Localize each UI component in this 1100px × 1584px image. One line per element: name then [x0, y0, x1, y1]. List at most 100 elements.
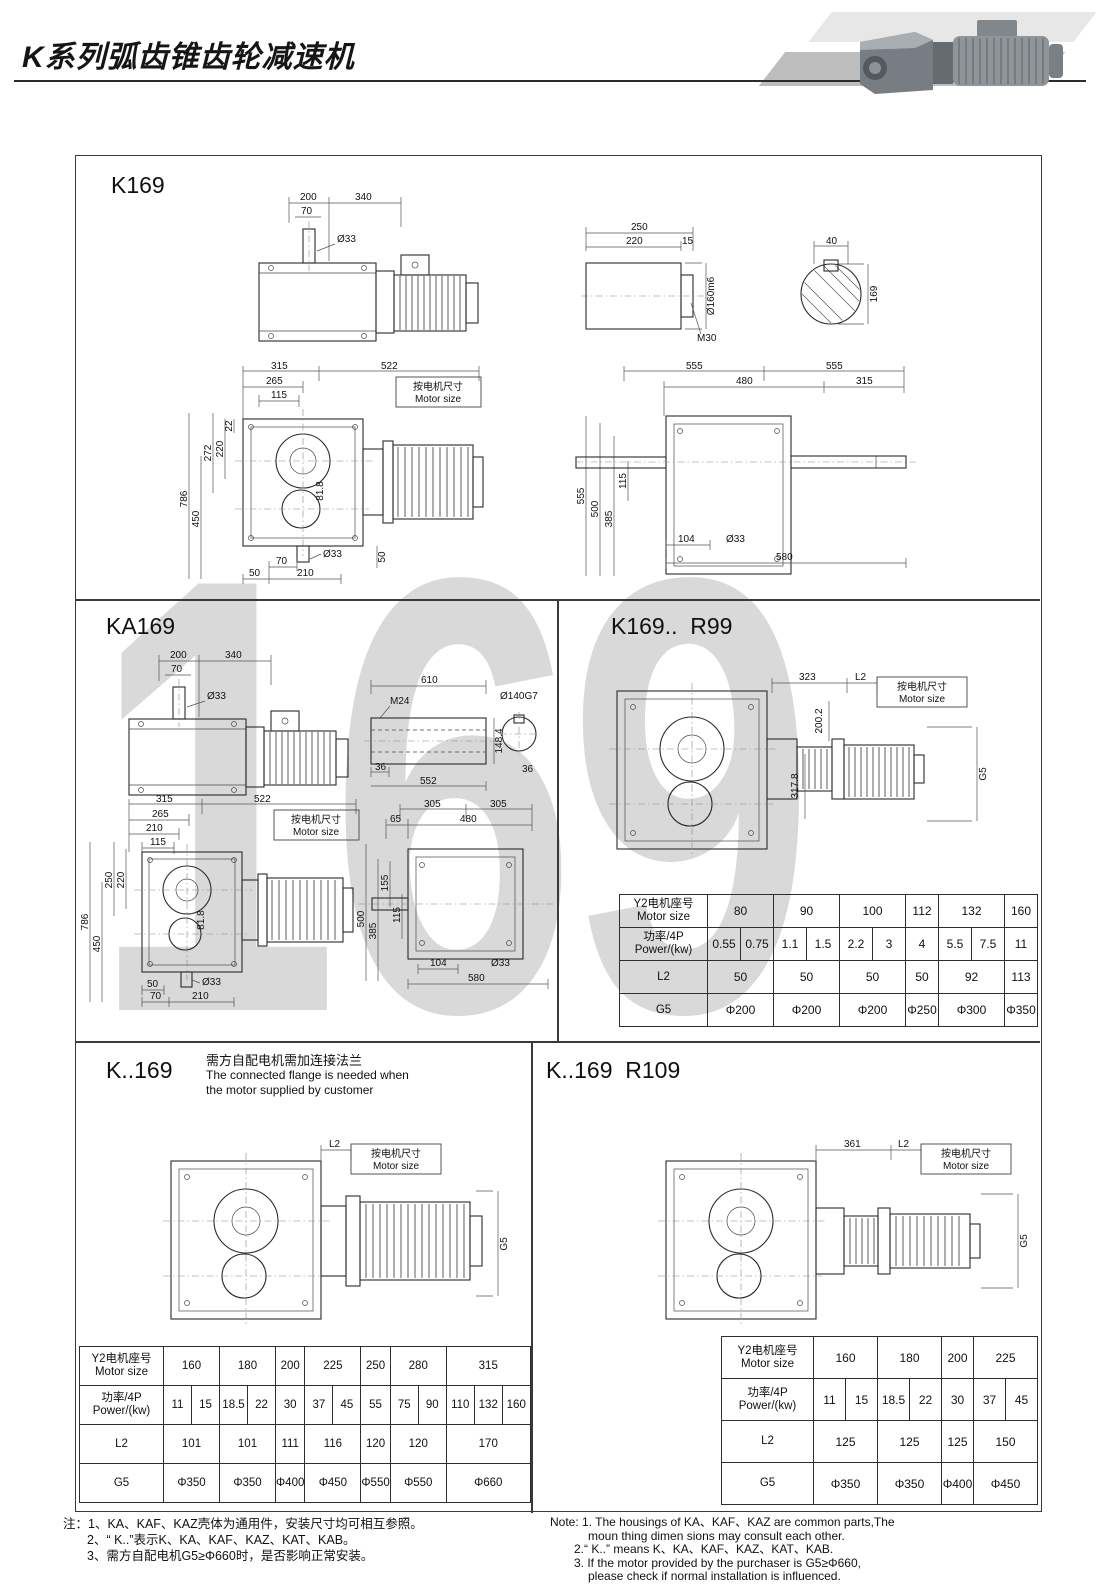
motor-size-label-cn: 按电机尺寸 [371, 1147, 421, 1160]
cell: 160 [501, 1385, 531, 1425]
cell: 22 [909, 1378, 942, 1421]
note-line: Note: 1. The housings of KA、KAF、KAZ are … [550, 1515, 895, 1529]
k169-shaft-detail: 250 220 15 Ø160m6 M30 [581, 222, 717, 344]
dim-label: 50 [147, 979, 159, 990]
cell: Φ400 [274, 1463, 306, 1503]
dim-label: 317.8 [790, 773, 801, 798]
r109-drawing: 361 L2 按电机尺寸 Motor size G5 [658, 1139, 1030, 1327]
cell: 11 [813, 1378, 846, 1421]
dim-label: 315 [856, 376, 873, 387]
dim-label: 522 [254, 794, 271, 805]
divider-h [76, 1041, 1040, 1043]
row-header: L2 [619, 960, 708, 994]
dim-label: 250 [104, 871, 115, 888]
dim-label: Ø33 [726, 534, 745, 545]
cell: 225 [304, 1346, 362, 1386]
dim-label: 115 [150, 837, 166, 848]
label-cn: Y2电机座号 [633, 898, 694, 910]
dim-label: Ø33 [337, 234, 356, 245]
dim-label: 552 [420, 776, 437, 787]
cell: 50 [839, 960, 906, 994]
cell: 45 [332, 1385, 362, 1425]
dim-label: 305 [490, 799, 507, 810]
product-photo [860, 20, 1063, 94]
cell: 3 [872, 927, 906, 961]
dim-label: Ø33 [207, 691, 226, 702]
dim-label: 323 [799, 672, 816, 683]
dim-label: 115 [271, 390, 287, 401]
page-title: K系列弧齿锥齿轮减速机 [22, 41, 355, 74]
dim-label: 500 [590, 500, 601, 517]
dim-label: 15 [682, 236, 694, 247]
label-en: Motor size [636, 911, 691, 923]
section-title: K..169 R109 [546, 1057, 681, 1083]
dim-label: 200.2 [814, 708, 825, 733]
label-en: Power/(kw) [738, 1399, 797, 1412]
table-row: G5 Φ200 Φ200 Φ200 Φ250 Φ300 Φ350 [619, 993, 1038, 1027]
label-cn: 功率/4P [747, 1386, 788, 1399]
table-row: L2 125 125 125 150 [721, 1420, 1038, 1463]
cell: 315 [445, 1346, 531, 1386]
cell: 80 [707, 894, 774, 928]
flange-note-en: The connected flange is needed when [206, 1068, 409, 1082]
cell: Φ550 [389, 1463, 447, 1503]
dim-label: 555 [686, 361, 703, 372]
dim-label: G5 [1019, 1234, 1030, 1248]
dim-label: 210 [146, 823, 163, 834]
dim-label: 70 [171, 664, 183, 675]
motor-size-label-en: Motor size [415, 394, 462, 405]
cell: Φ350 [163, 1463, 220, 1503]
dim-label: 340 [355, 192, 372, 203]
dim-label: 200 [300, 192, 317, 203]
cell: 112 [905, 894, 939, 928]
dim-label: 265 [266, 376, 283, 387]
dim-label: 265 [152, 809, 169, 820]
dim-label: G5 [499, 1237, 510, 1251]
cell: 180 [877, 1336, 942, 1379]
cell: 30 [941, 1378, 974, 1421]
dim-label: 81.8 [196, 910, 207, 930]
k169-side-view: 315 522 265 115 按电机尺寸 Motor size 786 450… [179, 361, 484, 584]
dim-label: 104 [430, 958, 447, 969]
ka169-top-view: 305 305 65 480 500 385 155 115 104 Ø33 5… [356, 799, 553, 989]
cell: 160 [813, 1336, 878, 1379]
cell: 37 [304, 1385, 334, 1425]
cell: Φ200 [707, 993, 774, 1027]
dim-label: 385 [604, 510, 615, 527]
cell: 15 [845, 1378, 878, 1421]
cell: 225 [973, 1336, 1038, 1379]
cell: 30 [274, 1385, 306, 1425]
motor-size-label-en: Motor size [293, 827, 340, 838]
dim-label: 500 [356, 910, 367, 927]
table-row: L2 101 101 111 116 120 120 170 [79, 1424, 531, 1464]
motor-size-label-en: Motor size [943, 1161, 990, 1172]
cell: 75 [389, 1385, 419, 1425]
dim-label: 555 [826, 361, 843, 372]
cell: 11 [163, 1385, 192, 1425]
dim-label: 220 [215, 440, 226, 457]
cell: Φ450 [304, 1463, 362, 1503]
cell: Φ350 [813, 1462, 878, 1505]
cell: 132 [473, 1385, 503, 1425]
cell: 101 [163, 1424, 220, 1464]
cell: 120 [360, 1424, 391, 1464]
dim-label: 22 [224, 420, 235, 432]
content-frame: 169 K169 200 340 70 Ø33 [75, 155, 1042, 1513]
dim-label: 50 [377, 551, 388, 563]
dim-label: 385 [368, 922, 379, 939]
motor-size-label-cn: 按电机尺寸 [941, 1147, 991, 1160]
dim-label: 81.8 [315, 481, 326, 501]
cell: 200 [274, 1346, 306, 1386]
note-line: moun thing dimen sions may consult each … [588, 1528, 845, 1543]
k169-top-view: 555 555 480 315 555 500 385 115 104 Ø3 [575, 361, 916, 576]
k169-front-view: 200 340 70 Ø33 [258, 192, 479, 342]
cell: 92 [938, 960, 1005, 994]
flange-note-en: the motor supplied by customer [206, 1083, 374, 1097]
label-en: Motor size [740, 1357, 795, 1370]
